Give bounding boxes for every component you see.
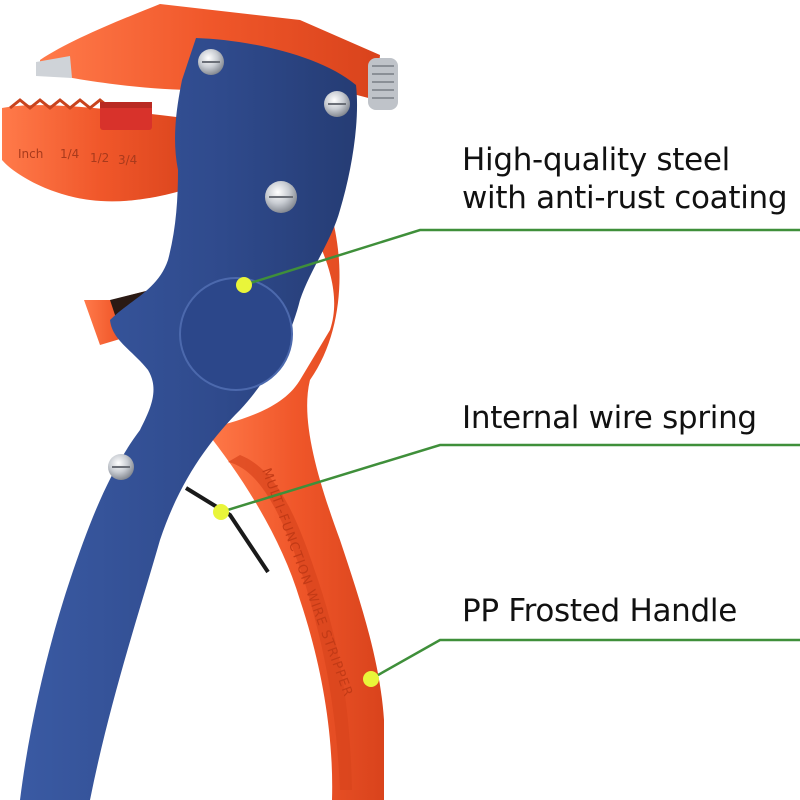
callout-label-spring: Internal wire spring: [462, 399, 757, 437]
callout-spring-line1: Internal wire spring: [462, 400, 757, 436]
callout-line-handle: [370, 638, 800, 681]
callout-dot-handle: [363, 671, 379, 687]
stop-block-ridge: [100, 102, 152, 108]
screw-icon: [265, 181, 297, 213]
screw-icon: [198, 49, 224, 75]
callout-label-handle: PP Frosted Handle: [462, 592, 737, 630]
pivot-disc: [179, 277, 293, 391]
screw-icon: [324, 91, 350, 117]
callout-handle-line1: PP Frosted Handle: [462, 593, 737, 629]
handle-grip-groove: [228, 455, 352, 790]
callout-dot-steel: [236, 277, 252, 293]
callout-steel-line1: High-quality steel: [462, 142, 730, 178]
callout-label-steel: High-quality steel with anti-rust coatin…: [462, 141, 788, 217]
spring-wire: [184, 486, 270, 574]
callout-line-steel: [243, 228, 800, 287]
callout-dot-spring: [213, 504, 229, 520]
callout-line-spring: [220, 443, 800, 514]
orange-handle: [205, 210, 384, 800]
scale-marks: Inch 1/4 1/2 3/4: [18, 147, 137, 167]
adjustment-knob-icon: [368, 58, 398, 110]
screw-icon: [108, 454, 134, 480]
blue-body: [20, 38, 358, 800]
callout-steel-line2: with anti-rust coating: [462, 180, 788, 216]
stop-block: [100, 102, 152, 130]
jaw-teeth: [9, 98, 111, 110]
upper-blade: [36, 56, 72, 78]
